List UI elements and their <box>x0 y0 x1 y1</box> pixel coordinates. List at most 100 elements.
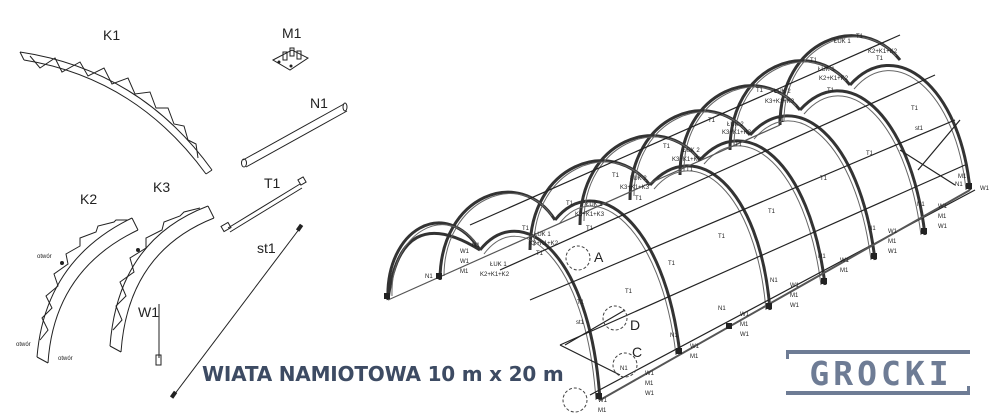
svg-text:T1: T1 <box>625 289 633 295</box>
svg-text:T1: T1 <box>756 88 764 94</box>
svg-text:W1: W1 <box>598 398 608 404</box>
grocki-logo: GROCKI <box>786 350 970 398</box>
svg-text:T1: T1 <box>522 226 530 232</box>
svg-text:T1: T1 <box>827 88 835 94</box>
detail-circles <box>562 245 638 413</box>
part-k2-truss <box>36 217 139 364</box>
svg-text:T1: T1 <box>718 234 726 240</box>
svg-text:T1: T1 <box>856 34 864 40</box>
svg-text:N1: N1 <box>620 366 628 372</box>
svg-text:ŁUK 2: ŁUK 2 <box>727 122 744 128</box>
note-hole-3: otwór <box>58 356 73 362</box>
part-m1-plate <box>271 47 309 71</box>
svg-text:W1: W1 <box>790 303 800 309</box>
svg-text:K3+K1+K3: K3+K1+K3 <box>672 157 702 163</box>
svg-text:K2+K1+K2: K2+K1+K2 <box>868 49 898 55</box>
svg-text:N1: N1 <box>670 333 678 339</box>
svg-text:W1: W1 <box>888 249 898 255</box>
label-k3: K3 <box>153 179 170 195</box>
svg-text:T1: T1 <box>810 58 818 64</box>
svg-text:T1: T1 <box>686 167 694 173</box>
part-k1-truss <box>19 51 213 175</box>
part-w1-pin <box>155 304 162 366</box>
logo-tick-right <box>967 386 970 395</box>
svg-text:T1: T1 <box>612 173 620 179</box>
svg-text:ŁUK 2: ŁUK 2 <box>774 89 791 95</box>
svg-text:N1: N1 <box>818 254 826 260</box>
svg-text:T1: T1 <box>820 176 828 182</box>
svg-text:K2+K1+K2: K2+K1+K2 <box>819 76 849 82</box>
svg-text:N1: N1 <box>425 274 433 280</box>
arch-labels: ŁUK 1 K2+K1+K2 ŁUK 1 K2+K1+K2 ŁUK 2 K3+K1+K… <box>480 39 898 278</box>
svg-text:M1: M1 <box>938 214 947 220</box>
svg-text:N1: N1 <box>917 202 925 208</box>
svg-text:T1: T1 <box>663 144 671 150</box>
svg-text:W1: W1 <box>690 344 700 350</box>
svg-text:W1: W1 <box>460 259 470 265</box>
svg-text:N1: N1 <box>472 243 480 249</box>
svg-text:W1: W1 <box>460 249 470 255</box>
base-plates <box>384 183 972 399</box>
svg-text:ŁUK 2: ŁUK 2 <box>586 202 603 208</box>
svg-text:M1: M1 <box>598 408 607 414</box>
svg-text:W1: W1 <box>645 391 655 397</box>
svg-text:N1: N1 <box>770 278 778 284</box>
svg-text:N1: N1 <box>955 182 963 188</box>
svg-text:T1: T1 <box>866 151 874 157</box>
label-n1: N1 <box>310 95 328 111</box>
part-t1-tie <box>220 176 307 233</box>
label-w1: W1 <box>138 304 159 320</box>
svg-text:T1: T1 <box>911 106 919 112</box>
svg-text:st1: st1 <box>915 126 924 132</box>
svg-text:W1: W1 <box>938 224 948 230</box>
label-st1: st1 <box>257 240 276 256</box>
svg-text:N1: N1 <box>868 226 876 232</box>
detail-marker-a: A <box>594 249 604 265</box>
svg-text:T1: T1 <box>876 56 884 62</box>
logo-bar-bottom <box>786 391 970 395</box>
svg-text:W1: W1 <box>740 312 750 318</box>
svg-text:M1: M1 <box>690 354 699 360</box>
logo-tick-left <box>786 350 789 359</box>
svg-text:W1: W1 <box>938 204 948 210</box>
assembly-longitudinals <box>387 34 976 401</box>
svg-text:W1: W1 <box>740 332 750 338</box>
logo-bar-top <box>786 350 970 354</box>
svg-text:ŁUK 1: ŁUK 1 <box>534 232 551 238</box>
svg-text:M1: M1 <box>740 322 749 328</box>
svg-text:T1: T1 <box>668 261 676 267</box>
svg-text:ŁUK 1: ŁUK 1 <box>818 67 835 73</box>
svg-text:T1: T1 <box>566 201 574 207</box>
detail-marker-c: C <box>632 344 642 360</box>
svg-text:W1: W1 <box>840 258 850 264</box>
label-t1: T1 <box>264 175 281 191</box>
svg-text:N1: N1 <box>718 306 726 312</box>
note-hole-2: otwór <box>16 342 31 348</box>
svg-text:W1: W1 <box>790 283 800 289</box>
part-n1-tube <box>241 102 348 168</box>
svg-text:T1: T1 <box>768 209 776 215</box>
svg-text:W1: W1 <box>888 229 898 235</box>
svg-text:T1: T1 <box>635 196 643 202</box>
svg-text:ŁUK 1: ŁUK 1 <box>490 262 507 268</box>
logo-text: GROCKI <box>809 354 953 393</box>
svg-text:T1: T1 <box>586 226 594 232</box>
svg-text:T1: T1 <box>708 118 716 124</box>
label-m1: M1 <box>282 25 302 41</box>
drawing-title: WIATA NAMIOTOWA 10 m x 20 m <box>202 362 564 386</box>
svg-text:K3+K1+K3: K3+K1+K3 <box>620 185 650 191</box>
part-k3-truss <box>109 205 215 353</box>
note-hole-1: otwór <box>37 254 52 260</box>
assembly-arches <box>386 34 972 401</box>
svg-text:T1: T1 <box>735 142 743 148</box>
svg-text:W1: W1 <box>645 371 655 377</box>
svg-text:K2+K1+K2: K2+K1+K2 <box>529 241 559 247</box>
svg-text:M1: M1 <box>888 239 897 245</box>
svg-text:W1: W1 <box>980 186 990 192</box>
svg-text:M1: M1 <box>840 268 849 274</box>
svg-text:ŁUK 2: ŁUK 2 <box>630 176 647 182</box>
label-k2: K2 <box>80 191 97 207</box>
svg-text:ŁUK 2: ŁUK 2 <box>683 148 700 154</box>
svg-text:ŁUK 1: ŁUK 1 <box>834 39 851 45</box>
